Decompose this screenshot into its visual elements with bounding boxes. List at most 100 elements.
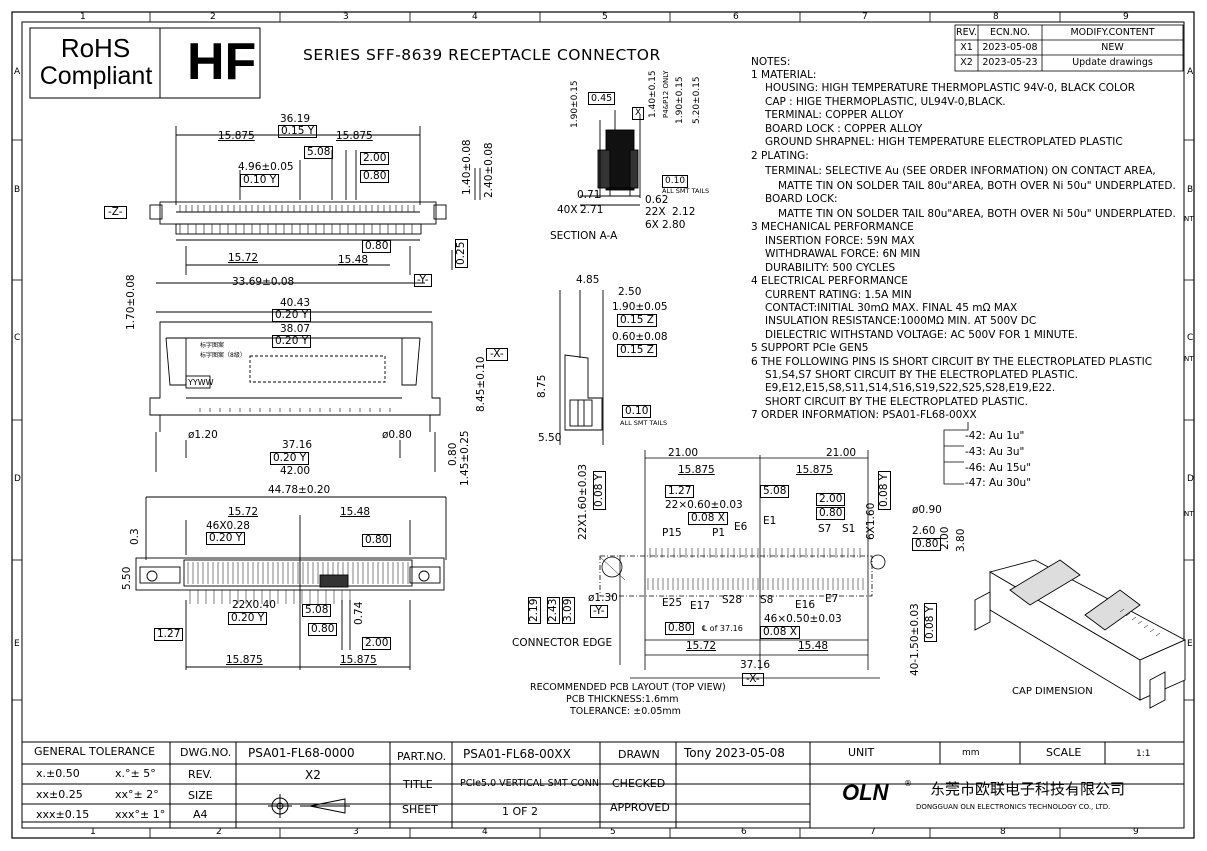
dim-label: 0.71 xyxy=(577,189,601,201)
connector-edge-label: CONNECTOR EDGE xyxy=(512,637,613,649)
dim-label: 0.20 xyxy=(273,452,297,464)
dim-label: 0.25 xyxy=(455,238,468,268)
datum-label: Z xyxy=(646,314,654,326)
company-logo: OLN xyxy=(842,780,889,805)
flatness-tolerance: 0.10 xyxy=(622,405,652,418)
tolerance-frame: 0.08 X xyxy=(760,626,800,639)
dim-label: 15.875 xyxy=(796,464,833,476)
pin-label: E6 xyxy=(734,521,748,533)
dim-label: 3.09 xyxy=(562,596,575,624)
rev-row2-rev: X2 xyxy=(960,57,973,68)
tolerance-angular: x.°± 5° xyxy=(115,767,156,780)
tolerance-frame: 0.15 Z xyxy=(617,314,657,327)
dim-label: 15.72 xyxy=(686,640,717,652)
note-line: HOUSING: HIGH TEMPERATURE THERMOPLASTIC … xyxy=(765,82,1136,94)
dim-label: 2.00 xyxy=(362,637,392,650)
dim-label: 15.48 xyxy=(340,506,371,518)
dim-label: 0.80 xyxy=(912,538,942,551)
pin-label: S28 xyxy=(722,594,743,606)
zone-col-6: 6 xyxy=(733,12,739,22)
tolerance-frame: 0.08 Y xyxy=(878,470,891,510)
rev-header-rev: REV. xyxy=(956,27,977,38)
dim-label: 38.07 xyxy=(280,323,311,335)
tolerance-frame: 0.08 Y xyxy=(924,602,937,642)
note-line: CAP : HIGE THERMOPLASTIC, UL94V-0,BLACK. xyxy=(765,96,1006,108)
rev-row2-ecn: 2023-05-23 xyxy=(982,57,1038,68)
zone-row-b-right: B xyxy=(1187,185,1194,195)
dim-label: 1.90±0.05 xyxy=(612,301,668,313)
checked-label: CHECKED xyxy=(612,777,666,790)
dim-label: 0.74 xyxy=(353,601,365,625)
rohs-label: RoHS xyxy=(60,33,131,63)
side-mark-3: NT xyxy=(1184,510,1194,518)
dim-label: 2.80 xyxy=(662,219,686,231)
zone-col-8: 8 xyxy=(993,12,999,22)
tolerance-frame: 0.20 Y xyxy=(272,335,312,348)
tolerance-frame: 0.15 Y xyxy=(278,125,318,138)
tolerance-linear: x.±0.50 xyxy=(36,767,80,780)
pcb-caption: TOLERANCE: ±0.05mm xyxy=(570,706,681,717)
datum-label: Y xyxy=(269,174,277,186)
rev-label: REV. xyxy=(188,768,213,781)
rohs-compliant-label: Compliant xyxy=(39,62,153,90)
dim-label: 5.08 xyxy=(304,146,334,159)
sheet-value: 1 OF 2 xyxy=(502,805,538,818)
dim-note: P4&P12 ONLY xyxy=(662,70,670,118)
note-line: CONTACT:INITIAL 30mΩ MAX. FINAL 45 mΩ MA… xyxy=(765,302,1018,314)
dim-label: ø1.30 xyxy=(588,592,618,604)
dim-label: 5.50 xyxy=(538,432,562,444)
note-line: S1,S4,S7 SHORT CIRCUIT BY THE ELECTROPLA… xyxy=(765,369,1079,381)
dim-label: 15.875 xyxy=(226,654,263,666)
zone-col-3: 3 xyxy=(343,12,349,22)
note-line: MATTE TIN ON SOLDER TAIL 80u"AREA, BOTH … xyxy=(778,208,1176,220)
pin-label: E7 xyxy=(825,593,839,605)
rev-row1-rev: X1 xyxy=(960,42,973,53)
marking-note: 标字图案（8级） xyxy=(200,352,246,359)
note-line: TERMINAL: SELECTIVE Au (SEE ORDER INFORM… xyxy=(765,165,1156,177)
cap-isometric-drawing xyxy=(974,559,1187,709)
rev-value: X2 xyxy=(305,768,321,782)
tolerance-frame: 0.20 Y xyxy=(228,612,268,625)
zone-col-6-bottom: 6 xyxy=(741,827,747,837)
zone-row-c-right: C xyxy=(1187,333,1194,343)
title-label: TITLE xyxy=(403,778,433,791)
dim-label: 40.43 xyxy=(280,297,311,309)
dim-label: 15.72 xyxy=(228,252,259,264)
pin-label: S1 xyxy=(842,523,856,535)
datum-label: Y xyxy=(593,473,605,481)
note-line: INSULATION RESISTANCE:1000MΩ MIN. AT 500… xyxy=(765,315,1037,327)
tolerance-linear: xxx±0.15 xyxy=(36,808,90,821)
datum-label: Y xyxy=(878,473,890,481)
dim-label: 2.40±0.08 xyxy=(483,142,495,198)
dwg-no-value: PSA01-FL68-0000 xyxy=(248,746,355,760)
note-line: 6 THE FOLLOWING PINS IS SHORT CIRCUIT BY… xyxy=(751,356,1153,368)
side-mark-2: NT xyxy=(1184,355,1194,363)
tolerance-frame: 0.20 Y xyxy=(206,532,246,545)
dim-label: 0.10 xyxy=(243,174,267,186)
dim-label: 2.60 xyxy=(912,525,936,537)
dim-label: 15.875 xyxy=(336,130,373,142)
tolerance-angular: xx°± 2° xyxy=(115,788,159,801)
notes-heading: NOTES: xyxy=(751,56,791,68)
pin-label: E17 xyxy=(690,600,710,612)
size-value: A4 xyxy=(193,808,208,821)
part-no-label: PART.NO. xyxy=(397,750,447,763)
datum-x-label: -X- xyxy=(486,348,508,361)
sheet-label: SHEET xyxy=(402,803,438,816)
dim-label: 0.15 xyxy=(620,344,644,356)
rev-row1-ecn: 2023-05-08 xyxy=(982,42,1038,53)
unit-label: UNIT xyxy=(848,746,875,759)
dim-label: 42.00 xyxy=(280,465,311,477)
zone-col-8-bottom: 8 xyxy=(1000,827,1006,837)
dim-label: 0.08 xyxy=(878,483,890,507)
zone-col-1-bottom: 1 xyxy=(90,827,96,837)
pin-label: P15 xyxy=(662,527,682,539)
tolerance-linear: xx±0.25 xyxy=(36,788,83,801)
dim-label: 46X0.28 xyxy=(206,520,250,532)
tolerance-frame: 0.08 Y xyxy=(593,470,606,510)
registered-mark-icon: ® xyxy=(904,779,912,788)
dim-label: 0.45 xyxy=(588,92,616,105)
flatness-tolerance: 0.10 xyxy=(662,175,689,188)
note-line: MATTE TIN ON SOLDER TAIL 80u"AREA, BOTH … xyxy=(778,180,1176,192)
note-line: WITHDRAWAL FORCE: 6N MIN xyxy=(765,248,921,260)
